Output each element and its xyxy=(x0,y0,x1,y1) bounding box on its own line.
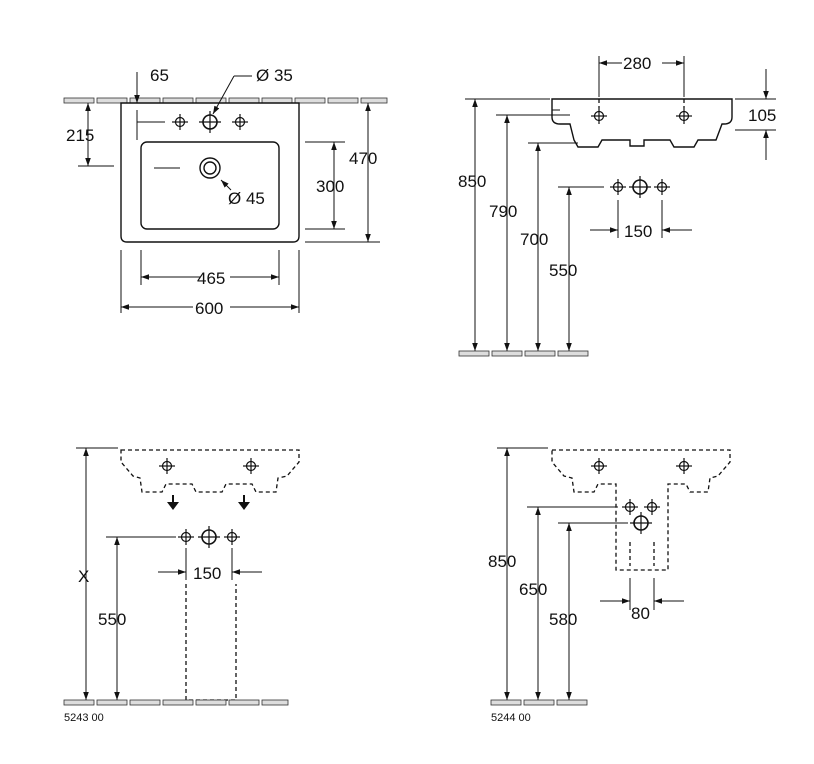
supply-hole-left-icon xyxy=(177,528,195,546)
dim-waste: Ø 45 xyxy=(228,189,265,208)
dim-850: 850 xyxy=(488,552,516,571)
arrow-down-left-icon xyxy=(167,495,179,510)
bowl-outline xyxy=(140,141,280,230)
fixing-hole-left-icon xyxy=(158,457,176,475)
top-view: 65 Ø 35 215 300 470 Ø 45 465 600 xyxy=(63,66,388,318)
dim-650: 650 xyxy=(519,580,547,599)
waste-outlet-icon xyxy=(199,157,221,179)
dim-total-depth: 470 xyxy=(349,149,377,168)
floor-strip xyxy=(490,699,588,706)
fixing-hole-right-icon xyxy=(675,107,693,125)
dim-550: 550 xyxy=(549,261,577,280)
basin-side-profile xyxy=(551,98,733,148)
waste-hole-icon xyxy=(628,175,652,199)
dim-150: 150 xyxy=(193,564,221,583)
dim-850: 850 xyxy=(458,172,486,191)
fixing-hole-right-icon xyxy=(242,457,260,475)
waste-hole-icon xyxy=(629,511,653,535)
waste-hole-icon xyxy=(197,525,221,549)
semi-pedestal-view: 80 850 650 580 5244 00 xyxy=(488,447,731,724)
supply-hole-left-icon xyxy=(609,178,627,196)
fixing-hole-left-icon xyxy=(590,457,608,475)
dim-depth-to-tap: 215 xyxy=(66,126,94,145)
dim-bowl-depth: 300 xyxy=(316,177,344,196)
wall-strip xyxy=(63,97,388,104)
supply-hole-right-icon xyxy=(643,498,661,516)
arrow-down-right-icon xyxy=(238,495,250,510)
dim-80: 80 xyxy=(631,604,650,623)
side-view: 280 105 850 790 700 550 150 xyxy=(458,54,776,357)
basin-dashed-outline xyxy=(551,449,731,571)
dim-700: 700 xyxy=(520,230,548,249)
floor-strip xyxy=(63,699,289,706)
dim-total-width: 600 xyxy=(195,299,223,318)
product-code: 5244 00 xyxy=(491,712,531,724)
dim-790: 790 xyxy=(489,202,517,221)
product-code: 5243 00 xyxy=(64,712,104,724)
dim-supply-spacing: 150 xyxy=(624,222,652,241)
supply-hole-right-icon xyxy=(653,178,671,196)
tap-hole-left-icon xyxy=(171,113,189,131)
tap-hole-center-icon xyxy=(198,110,222,134)
pedestal-view: 150 X 550 5243 00 xyxy=(63,447,300,724)
dim-580: 580 xyxy=(549,610,577,629)
dim-x: X xyxy=(78,567,89,586)
basin-outline xyxy=(120,102,300,243)
supply-hole-left-icon xyxy=(621,498,639,516)
dim-tap-hole: Ø 35 xyxy=(256,66,293,85)
supply-hole-right-icon xyxy=(223,528,241,546)
dim-bowl-width: 465 xyxy=(197,269,225,288)
fixing-hole-left-icon xyxy=(590,107,608,125)
dim-550: 550 xyxy=(98,610,126,629)
floor-strip xyxy=(458,350,589,357)
fixing-hole-right-icon xyxy=(675,457,693,475)
basin-dashed-outline xyxy=(120,449,300,493)
pedestal-outline xyxy=(185,584,237,701)
dim-fixing-spacing: 280 xyxy=(623,54,651,73)
tap-hole-right-icon xyxy=(231,113,249,131)
dim-rim-height: 105 xyxy=(748,106,776,125)
dim-tap-offset: 65 xyxy=(150,66,169,85)
